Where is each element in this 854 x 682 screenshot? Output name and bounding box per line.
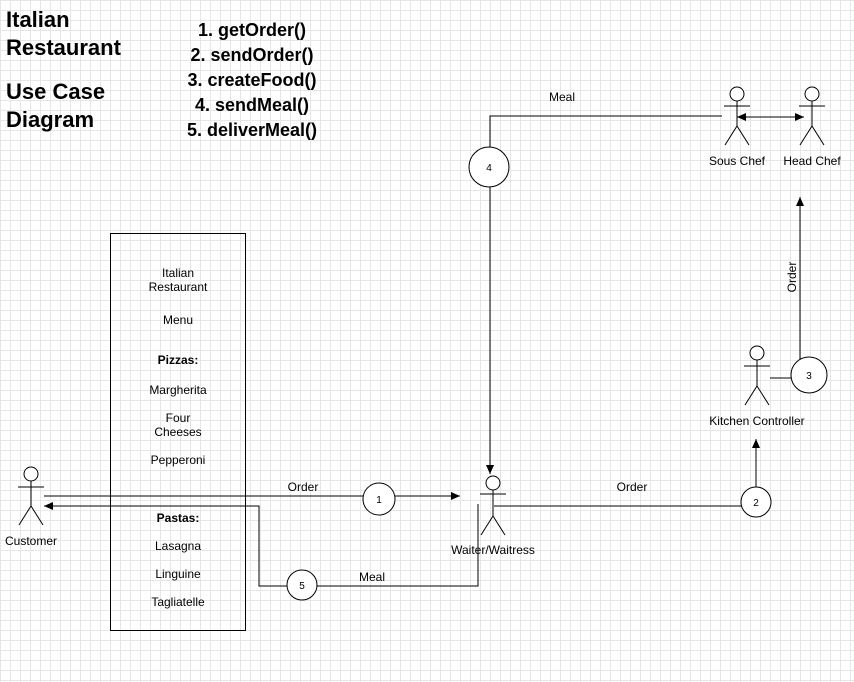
head-chef-label: Head Chef — [783, 154, 841, 168]
meal-connector-souschef-waiter — [486, 115, 722, 474]
menu-box: Italian Restaurant Menu Pizzas: Margheri… — [110, 233, 246, 631]
menu-label: Menu — [162, 313, 194, 327]
menu-item: Margherita — [149, 383, 207, 397]
pizzas-heading: Pizzas: — [157, 353, 199, 367]
title-line: Use Case — [6, 79, 106, 104]
step-item: 2. sendOrder() — [190, 45, 314, 65]
meal-label-souschef-waiter: Meal — [549, 90, 575, 104]
sous-chef-actor — [724, 86, 750, 146]
step-circle-4: 4 — [468, 146, 510, 188]
waiter-label: Waiter/Waitress — [451, 543, 535, 557]
order-connector-waiter-kitchen — [494, 439, 760, 507]
kitchen-controller-actor — [744, 345, 770, 406]
menu-item: Pepperoni — [150, 453, 206, 467]
step-circle-1: 1 — [362, 482, 396, 516]
sous-chef-label: Sous Chef — [709, 154, 766, 168]
step-circle-3: 3 — [790, 356, 828, 394]
title-line: Restaurant — [6, 35, 121, 60]
waiter-actor — [480, 475, 506, 536]
title-line: Diagram — [6, 107, 95, 132]
order-label-customer-waiter: Order — [288, 480, 319, 494]
menu-item: Tagliatelle — [151, 595, 205, 609]
head-chef-actor — [799, 86, 825, 146]
svg-text:2: 2 — [753, 498, 759, 509]
svg-text:3: 3 — [806, 371, 812, 382]
svg-text:1: 1 — [376, 495, 382, 506]
menu-item: Four — [165, 411, 191, 425]
step-item: 3. createFood() — [187, 70, 317, 90]
svg-text:4: 4 — [486, 163, 492, 174]
customer-label: Customer — [5, 534, 57, 548]
order-label-kitchen-headchef: Order — [785, 262, 799, 293]
menu-item: Cheeses — [154, 425, 202, 439]
step-list: 1. getOrder() 2. sendOrder() 3. createFo… — [172, 18, 332, 143]
meal-label-waiter-customer: Meal — [359, 570, 385, 584]
order-label-waiter-kitchen: Order — [617, 480, 648, 494]
title-line: Italian — [6, 7, 70, 32]
kitchen-controller-label: Kitchen Controller — [709, 414, 804, 428]
menu-restaurant-line: Italian — [161, 266, 195, 280]
pastas-heading: Pastas: — [156, 511, 200, 525]
menu-restaurant-line: Restaurant — [148, 280, 208, 294]
menu-item: Lasagna — [154, 539, 202, 553]
step-item: 4. sendMeal() — [194, 95, 310, 115]
svg-text:5: 5 — [299, 581, 305, 592]
customer-actor — [18, 466, 44, 526]
step-circle-5: 5 — [286, 569, 318, 601]
diagram-title: Italian Restaurant Use Case Diagram — [6, 6, 121, 134]
step-item: 5. deliverMeal() — [186, 120, 318, 140]
menu-item: Linguine — [155, 567, 201, 581]
step-circle-2: 2 — [740, 486, 772, 518]
meal-connector-waiter-customer — [44, 502, 479, 587]
step-item: 1. getOrder() — [197, 20, 307, 40]
